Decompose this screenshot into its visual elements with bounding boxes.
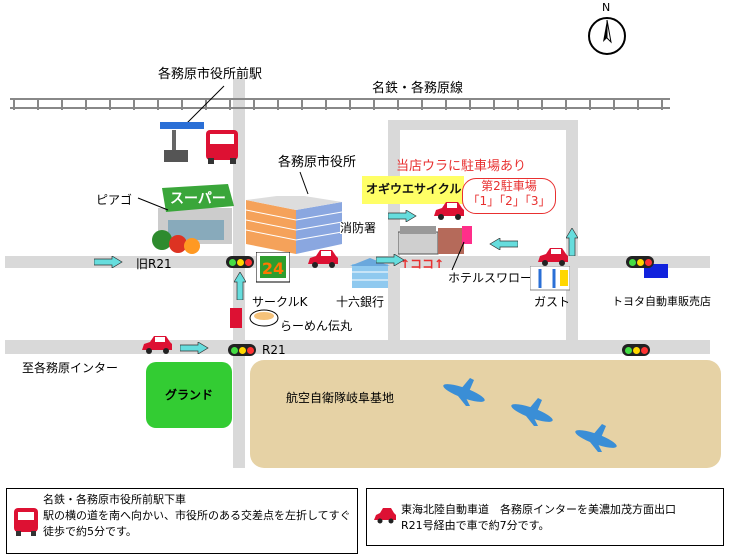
- compass-icon: [588, 17, 626, 55]
- road-upper-horizontal: [388, 120, 578, 130]
- supermarket-sign: スーパー: [170, 191, 226, 207]
- store-name: オギウエサイクル: [366, 182, 462, 196]
- compass-north-label: N: [602, 1, 611, 14]
- supermarket-icon: [152, 184, 234, 254]
- old-r21-label: 旧R21: [136, 257, 172, 271]
- air-base-label: 航空自衛隊岐阜基地: [286, 391, 395, 405]
- piago-pointer: [137, 197, 169, 211]
- airplane-icon: [443, 378, 485, 406]
- airplane-icon: [575, 424, 617, 452]
- piago-label: ピアゴ: [96, 193, 133, 207]
- ground-area: グランド: [146, 362, 232, 428]
- fire-station-label: 消防署: [340, 221, 377, 235]
- legend-train-line1: 駅の横の道を南へ向かい、市役所のある交差点を左折してすぐ: [43, 509, 351, 522]
- parking-note: 当店ウラに駐車場あり: [396, 159, 527, 174]
- convenience-store-icon: 24: [256, 252, 290, 283]
- restaurant-icon: [230, 308, 279, 328]
- ramen-label: らーめん伝丸: [280, 319, 353, 333]
- to-interchange-label: 至各務原インター: [22, 361, 119, 375]
- direction-arrow-icon: [376, 254, 405, 266]
- city-hall-label: 各務原市役所: [278, 155, 357, 170]
- direction-arrow-icon: [388, 210, 417, 222]
- car-icon: [538, 248, 568, 266]
- airplane-icon: [511, 398, 553, 426]
- car-icon: [434, 202, 464, 220]
- second-parking-bubble: 第2駐車場 「1」「2」「3」: [462, 178, 556, 214]
- hotel-pointer: [451, 241, 465, 271]
- train-icon: [14, 508, 38, 536]
- direction-arrow-icon: [94, 256, 123, 268]
- svg-text:24: 24: [262, 259, 284, 278]
- bank-icon: [350, 258, 390, 288]
- here-marker: ↑ココ↑: [400, 257, 445, 271]
- legend-train-title: 名鉄・各務原市役所前駅下車: [43, 493, 186, 506]
- car-icon: [308, 250, 338, 268]
- legend-car-box: 東海北陸自動車道 各務原インターを美濃加茂方面出口 R21号経由で車で約7分です…: [366, 488, 724, 546]
- gust-restaurant-icon: [530, 266, 570, 291]
- toyota-label: トヨタ自動車販売店: [612, 295, 711, 308]
- railway-line: [10, 98, 670, 110]
- city-hall-pointer: [299, 171, 309, 195]
- direction-arrow-icon: [234, 272, 246, 300]
- second-parking-title: 第2駐車場: [481, 179, 537, 193]
- city-hall-icon: [246, 196, 343, 254]
- legend-train-box: 名鉄・各務原市役所前駅下車 駅の横の道を南へ向かい、市役所のある交差点を左折して…: [6, 488, 358, 554]
- traffic-signal-icon: [226, 256, 254, 268]
- direction-arrow-icon: [566, 228, 578, 256]
- road-r21: [5, 340, 710, 354]
- legend-car-line2: R21号経由で車で約7分です。: [401, 519, 550, 532]
- station-icon: [160, 122, 238, 164]
- traffic-signal-icon: [228, 344, 256, 356]
- traffic-signal-icon: [622, 344, 650, 356]
- traffic-signal-icon: [626, 256, 654, 268]
- railway-line-label: 名鉄・各務原線: [372, 81, 464, 96]
- store-building-icon: [398, 226, 472, 255]
- direction-arrow-icon: [180, 342, 209, 354]
- gust-label: ガスト: [534, 295, 571, 309]
- ground-label: グランド: [164, 388, 213, 402]
- legend-car-line1: 東海北陸自動車道 各務原インターを美濃加茂方面出口: [401, 503, 676, 516]
- bank-label: 十六銀行: [336, 295, 385, 309]
- road-old-r21: [5, 256, 710, 268]
- second-parking-lots: 「1」「2」「3」: [467, 194, 551, 208]
- hotel-label: ホテルスワロー: [448, 271, 533, 285]
- car-icon: [142, 336, 172, 354]
- legend-train-line2: 徒歩で約5分です。: [43, 525, 137, 538]
- car-icon: [374, 508, 396, 524]
- station-pointer: [185, 85, 225, 125]
- store-highlight: [362, 176, 464, 204]
- station-label: 各務原市役所前駅: [158, 67, 263, 82]
- circle-k-label: サークルK: [252, 295, 308, 309]
- air-base-area: [250, 360, 721, 468]
- direction-arrow-icon: [489, 238, 518, 250]
- r21-label: R21: [262, 343, 286, 357]
